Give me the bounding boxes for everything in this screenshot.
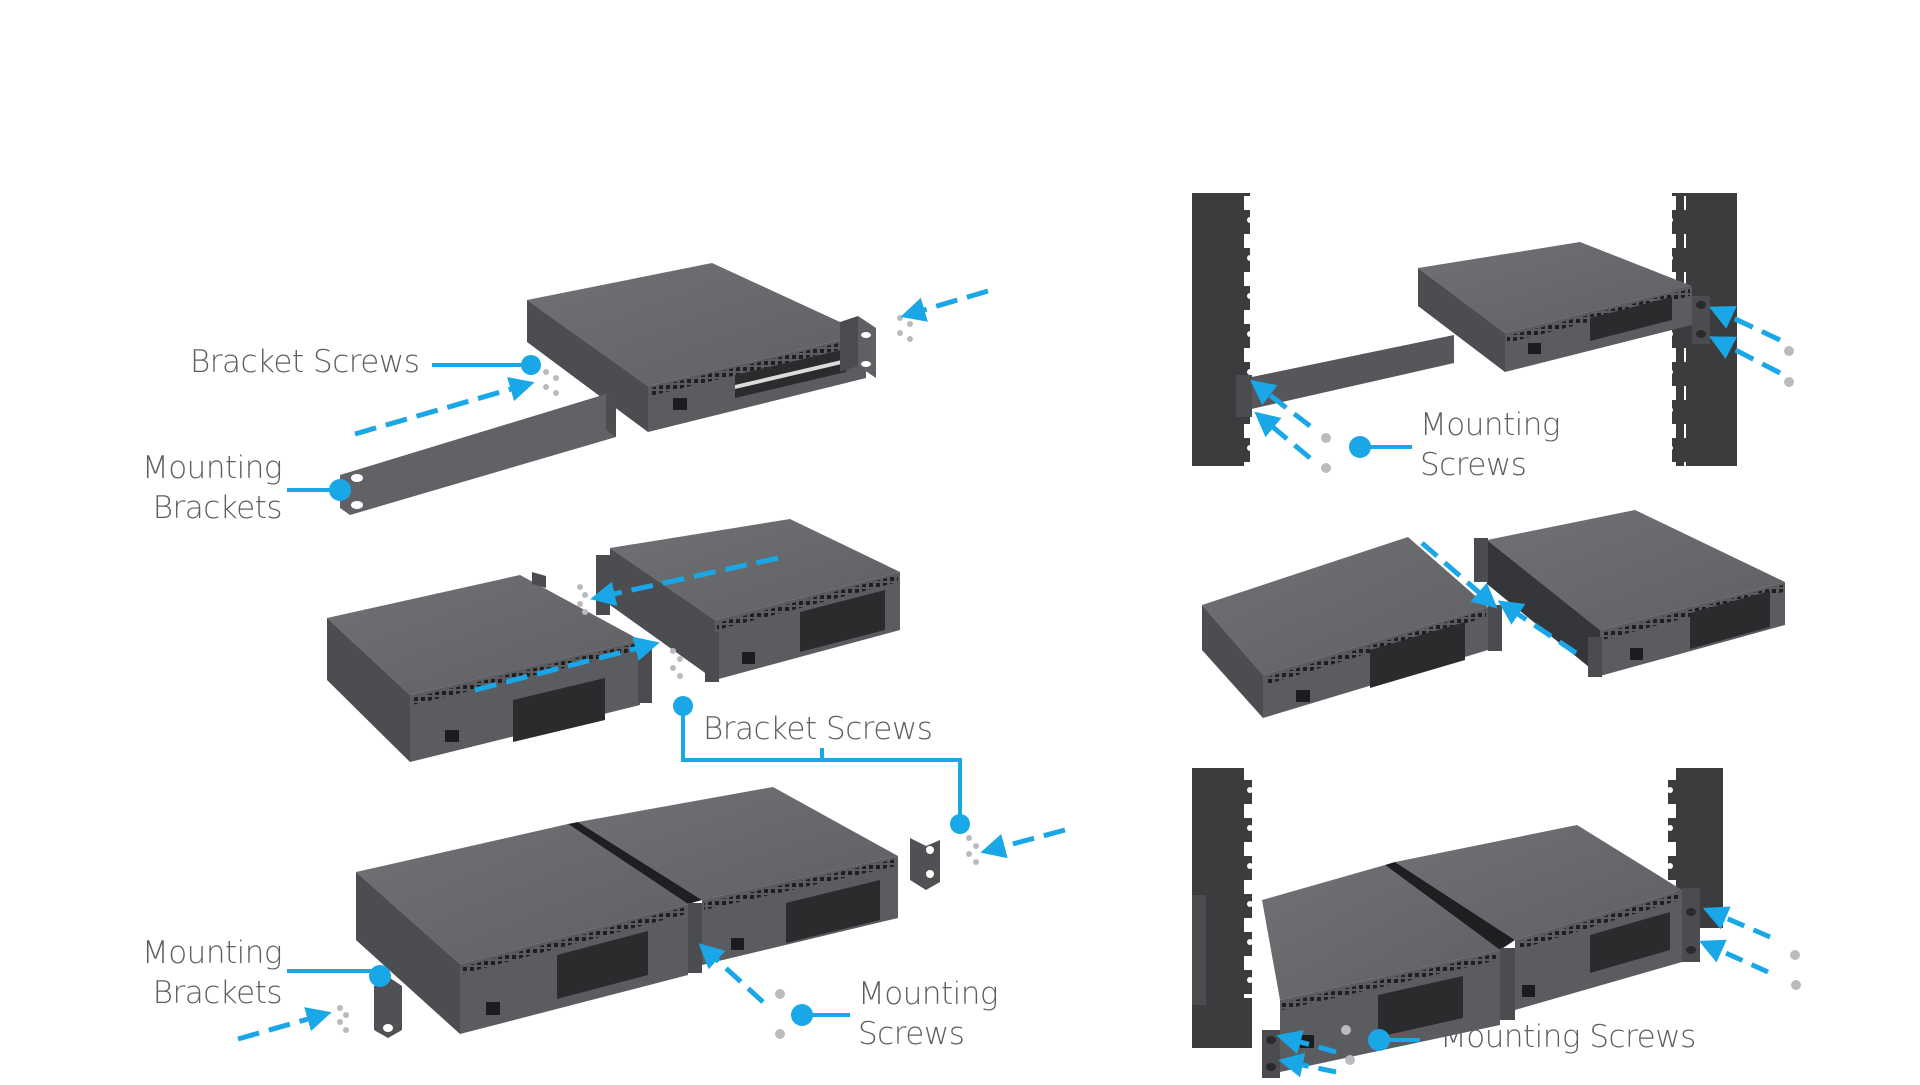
label-text: Bracket Screws [703,711,933,747]
label-bracket-screws: Bracket Screws [190,342,420,382]
screws [337,835,979,1039]
console-port [1296,690,1310,702]
direction-arrow [1702,906,1771,940]
direction-arrow [900,288,989,322]
joined-switch-pair [356,787,898,1034]
callout-bracket-screws [432,355,541,375]
direction-arrow [354,377,535,437]
direction-arrow [1278,1052,1337,1078]
label-text: Brackets [152,975,283,1011]
direction-arrow [698,943,765,1004]
console-port [742,652,755,664]
console-port [1630,648,1643,660]
sfp-ports [1590,297,1672,341]
direction-arrow [1698,939,1770,975]
mounting-bracket [1236,296,1710,417]
switch-device-left [1202,537,1502,718]
screws [543,315,913,396]
sfp-ports [513,678,605,742]
rack-post-left [1192,193,1256,466]
direction-arrow [237,1007,332,1042]
switch-device [527,263,866,432]
console-port [1522,985,1535,997]
console-port [673,398,687,410]
panel-pair-slide-join [1202,510,1785,718]
switch-device-right [596,519,900,682]
sfp-ports [800,590,885,652]
sfp-ports [786,880,880,943]
label-text: Brackets [152,490,283,526]
panel-single-attach-brackets [287,263,989,515]
panel-single-rack-mount [1192,193,1794,473]
callout-mounting-screws [1349,436,1412,458]
direction-arrow [1708,306,1782,343]
screws [1321,346,1794,473]
rack-post-left [1192,768,1256,1048]
label-text: Bracket Screws [190,344,420,380]
label-text: Mounting [141,450,283,486]
direction-arrow [1709,336,1782,376]
switch-device [1418,242,1692,372]
switch-device-left [327,572,652,762]
mounting-bracket [374,978,402,1038]
sfp-ports [557,931,648,999]
direction-arrow [1250,379,1312,428]
joined-switch-pair [1262,825,1700,1078]
sfp-ports [1378,976,1463,1037]
label-text: Mounting Screws [1440,1019,1696,1055]
mounting-bracket [340,394,616,515]
panel-pair-rack-mount [1192,768,1801,1078]
direction-arrow [1420,541,1498,609]
callout-bracket-screws-bracket-line [673,696,970,834]
direction-arrow [1254,411,1312,460]
label-mounting-brackets: Mounting Brackets [132,933,283,1013]
mounting-bracket [840,316,876,378]
direction-arrow [980,827,1066,859]
label-text: Mounting [858,976,999,1012]
callout-mounting-brackets [287,479,351,501]
label-text: Screws [858,1016,965,1052]
screws [1341,950,1801,1065]
mounting-bracket [910,838,940,890]
label-mounting-screws: Mounting Screws [858,974,999,1054]
console-port [486,1002,500,1015]
sfp-ports [1590,912,1670,973]
label-mounting-screws: Mounting Screws [1420,405,1561,485]
label-text: Mounting [141,935,283,971]
direction-arrow [1276,1030,1337,1055]
label-mounting-brackets: Mounting Brackets [132,448,283,528]
panel-pair-attach-mount-brackets [237,787,1066,1042]
sfp-ports [1690,591,1770,649]
sfp-ports [1370,622,1465,688]
panel-pair-join-brackets [327,519,970,834]
console-port [445,730,459,742]
callout-mounting-screws [1368,1029,1420,1051]
label-bracket-screws: Bracket Screws [703,709,933,749]
label-text: Mounting [1420,407,1561,443]
direction-arrow [1497,600,1578,656]
console-port [1528,343,1541,354]
label-mounting-screws: Mounting Screws [1440,1017,1696,1057]
switch-device-right [1474,510,1785,677]
screws [577,584,683,679]
console-port [731,938,744,950]
label-text: Screws [1420,447,1527,483]
callout-mounting-screws [791,1004,850,1026]
callout-mounting-brackets [287,965,391,987]
